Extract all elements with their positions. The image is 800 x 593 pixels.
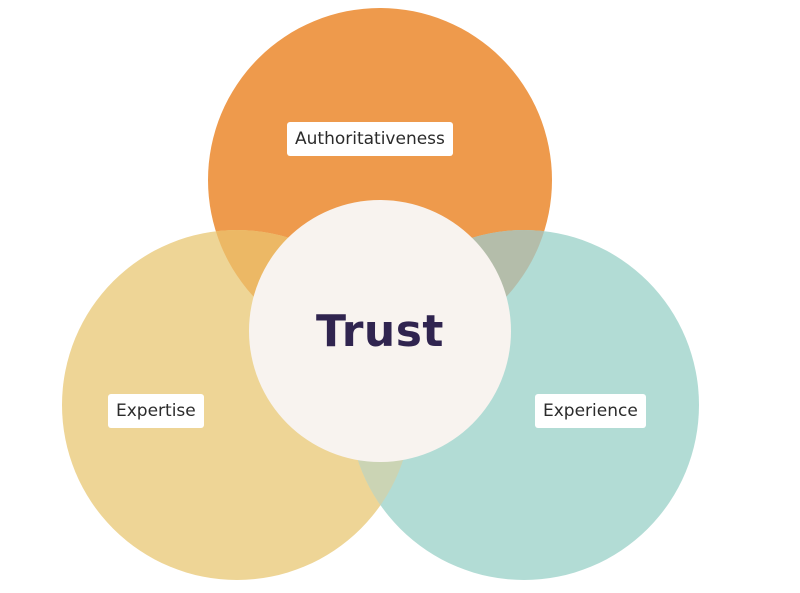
authoritativeness-label: Authoritativeness xyxy=(287,122,453,156)
experience-label: Experience xyxy=(535,394,646,428)
trust-title: Trust xyxy=(316,306,444,357)
expertise-label: Expertise xyxy=(108,394,204,428)
trust-center-circle xyxy=(249,200,511,462)
